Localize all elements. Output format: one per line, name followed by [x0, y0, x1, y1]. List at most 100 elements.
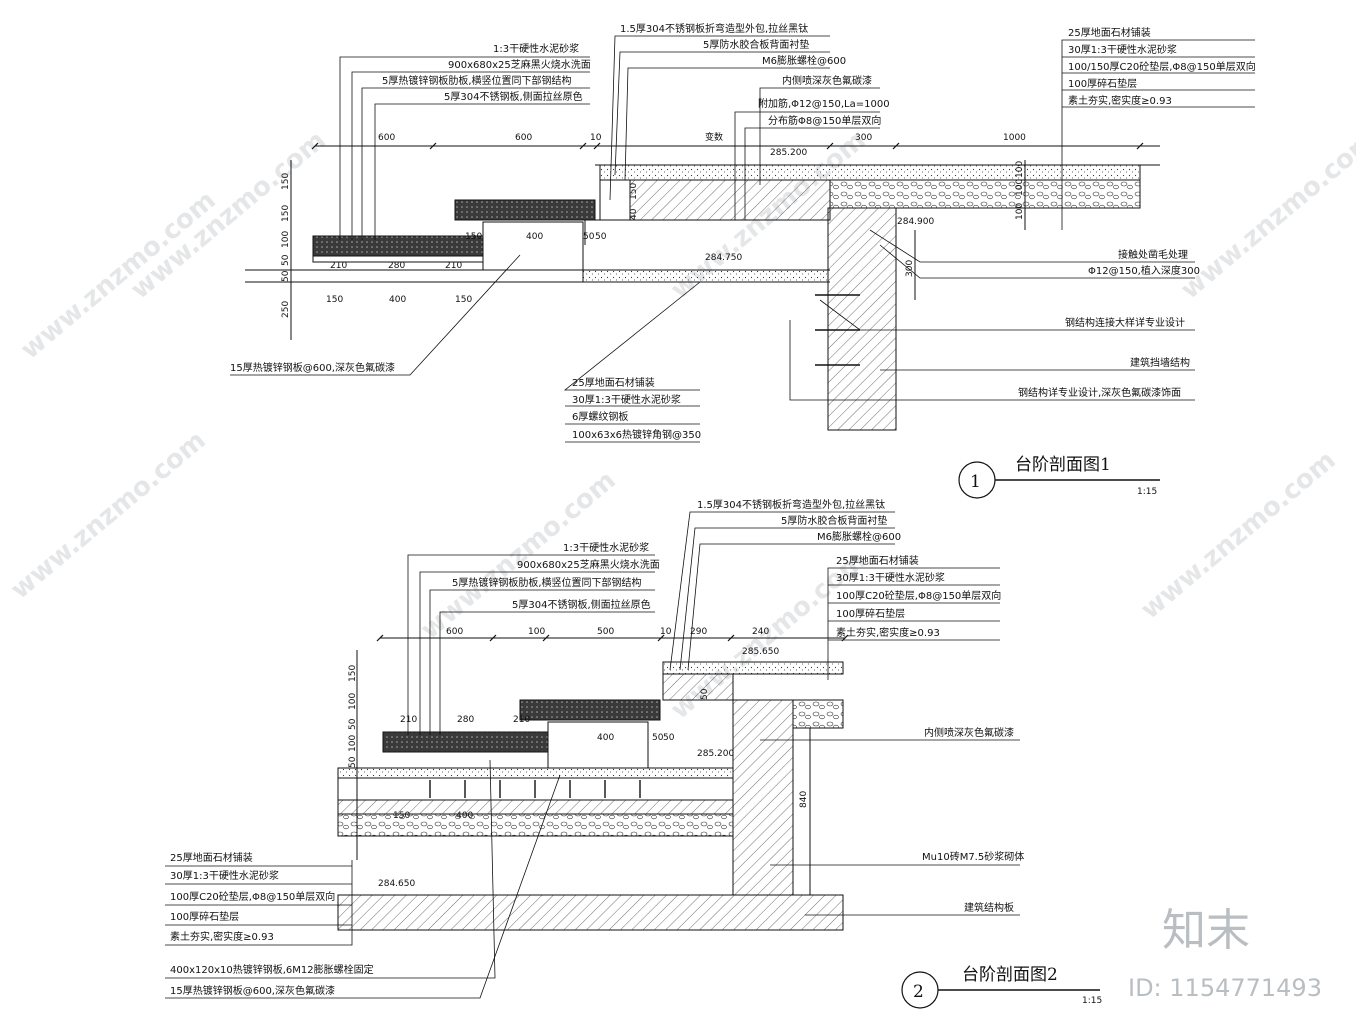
- dim-label: 280: [457, 715, 474, 725]
- dim-label: 50: [583, 232, 595, 242]
- dim-label: 840: [799, 791, 809, 808]
- note-label: 30厚1:3干硬性水泥砂浆: [836, 571, 945, 584]
- dim-label: 300: [905, 260, 915, 277]
- note-label: 接触处凿毛处理: [1118, 248, 1188, 261]
- dim-label: 50: [663, 733, 675, 743]
- elevation-label: 284.750: [705, 253, 742, 263]
- note-label: 1:3干硬性水泥砂浆: [493, 42, 579, 55]
- note-label: 素土夯实,密实度≥0.93: [170, 930, 274, 943]
- elevation-label: 285.200: [697, 749, 734, 759]
- elevation-label: 285.200: [770, 148, 807, 158]
- dim-label: 240: [752, 627, 769, 637]
- note-label: 15厚热镀锌钢板@600,深灰色氟碳漆: [230, 361, 395, 374]
- note-label: 100厚C20砼垫层,Φ8@150单层双向: [170, 890, 335, 903]
- section-1-leaders: [230, 35, 1255, 443]
- dim-label: 150: [465, 232, 482, 242]
- watermark-text: www.znzmo.com: [1135, 445, 1341, 625]
- watermark-text: www.znzmo.com: [15, 185, 221, 365]
- dim-label: 100: [348, 735, 358, 752]
- dim-label: 变数: [705, 131, 723, 143]
- dim-label: 50: [652, 733, 664, 743]
- note-label: 内侧喷深灰色氟碳漆: [924, 726, 1014, 739]
- dim-label: 600: [446, 627, 463, 637]
- note-label: 15厚热镀锌钢板@600,深灰色氟碳漆: [170, 984, 335, 997]
- note-label: 5厚热镀锌钢板肋板,横竖位置同下部钢结构: [452, 576, 642, 589]
- section-2-title: 台阶剖面图2: [962, 965, 1058, 985]
- section-1-text: 台阶剖面图1 1 1:15 600 600 10 变数 300 1000 150…: [230, 22, 1256, 497]
- dim-label: 210: [330, 261, 347, 271]
- elevation-label: 284.900: [897, 217, 934, 227]
- dim-label: 150: [455, 295, 472, 305]
- note-label: 建筑挡墙结构: [1130, 356, 1190, 369]
- dim-label: 100: [348, 693, 358, 710]
- note-label: 30厚1:3干硬性水泥砂浆: [572, 393, 681, 406]
- dim-label: 280: [388, 261, 405, 271]
- dim-label: 10: [590, 133, 602, 143]
- note-label: 100/150厚C20砼垫层,Φ8@150单层双向: [1068, 60, 1256, 73]
- dim-label: 210: [400, 715, 417, 725]
- dim-label: 600: [515, 133, 532, 143]
- id-watermark: ID: 1154771493: [1128, 974, 1322, 1002]
- brand-watermark: 知末: [1162, 905, 1250, 956]
- note-label: 100厚碎石垫层: [170, 910, 239, 923]
- dim-label: 100: [281, 231, 291, 248]
- section-2-drawing: [337, 634, 849, 931]
- dim-label: 400: [597, 733, 614, 743]
- dim-label: 100: [1015, 179, 1025, 196]
- note-label: 5厚防水胶合板背面衬垫: [781, 514, 887, 527]
- note-label: 30厚1:3干硬性水泥砂浆: [1068, 43, 1177, 56]
- section-2-scale: 1:15: [1082, 996, 1102, 1006]
- dim-label: 100: [528, 627, 545, 637]
- dim-label: 150: [393, 811, 410, 821]
- note-label: 分布筋Φ8@150单层双向: [768, 114, 881, 127]
- note-label: 6厚螺纹钢板: [572, 410, 628, 423]
- note-label: 25厚地面石材铺装: [572, 376, 655, 389]
- dim-label: 300: [855, 133, 872, 143]
- section-1-title: 台阶剖面图1: [1015, 455, 1111, 475]
- dim-label: 150: [281, 173, 291, 190]
- dim-label: 100: [1015, 203, 1025, 220]
- note-label: 25厚地面石材铺装: [1068, 26, 1151, 39]
- note-label: 5厚304不锈钢板,侧面拉丝原色: [444, 90, 583, 103]
- note-label: 1.5厚304不锈钢板折弯造型外包,拉丝黑钛: [620, 22, 808, 35]
- note-label: 100厚碎石垫层: [1068, 77, 1137, 90]
- dim-label: 40: [629, 208, 639, 220]
- note-label: 25厚地面石材铺装: [836, 554, 919, 567]
- note-label: 400x120x10热镀锌钢板,6M12膨胀螺栓固定: [170, 963, 374, 976]
- dim-label: 1000: [1003, 133, 1026, 143]
- dim-label: 50: [348, 718, 358, 730]
- dim-label: 400: [456, 811, 473, 821]
- note-label: M6膨胀螺栓@600: [817, 530, 901, 543]
- note-label: Mu10砖M7.5砂浆砌体: [922, 850, 1024, 863]
- section-2-text: 台阶剖面图2 2 1:15 600 100 500 10 290 240 150…: [170, 498, 1102, 1006]
- note-label: 5厚防水胶合板背面衬垫: [703, 38, 809, 51]
- dim-label: 210: [513, 715, 530, 725]
- elevation-label: 284.650: [378, 879, 415, 889]
- note-label: 建筑结构板: [964, 901, 1014, 914]
- note-label: 100厚碎石垫层: [836, 607, 905, 620]
- dim-label: 50: [700, 688, 710, 700]
- dim-label: 500: [597, 627, 614, 637]
- dim-label: 400: [526, 232, 543, 242]
- note-label: 素土夯实,密实度≥0.93: [1068, 94, 1172, 107]
- note-label: 附加筋,Φ12@150,La=1000: [758, 97, 890, 110]
- note-label: 1.5厚304不锈钢板折弯造型外包,拉丝黑钛: [697, 498, 885, 511]
- dim-label: 150: [326, 295, 343, 305]
- dim-label: 250: [281, 301, 291, 318]
- note-label: 100x63x6热镀锌角钢@350: [572, 428, 701, 441]
- dim-label: 100: [1015, 161, 1025, 178]
- section-2-leaders: [165, 511, 1020, 999]
- note-label: 素土夯实,密实度≥0.93: [836, 626, 940, 639]
- note-label: 900x680x25芝麻黑火烧水洗面: [448, 58, 591, 71]
- note-label: M6膨胀螺栓@600: [762, 54, 846, 67]
- section-1-scale: 1:15: [1137, 487, 1157, 497]
- note-label: Φ12@150,植入深度300: [1088, 264, 1200, 277]
- dim-label: 150: [281, 205, 291, 222]
- note-label: 1:3干硬性水泥砂浆: [563, 541, 649, 554]
- dim-label: 150: [629, 183, 639, 200]
- dim-label: 400: [389, 295, 406, 305]
- section-1-number: 1: [970, 472, 981, 492]
- watermark-text: www.znzmo.com: [5, 425, 211, 605]
